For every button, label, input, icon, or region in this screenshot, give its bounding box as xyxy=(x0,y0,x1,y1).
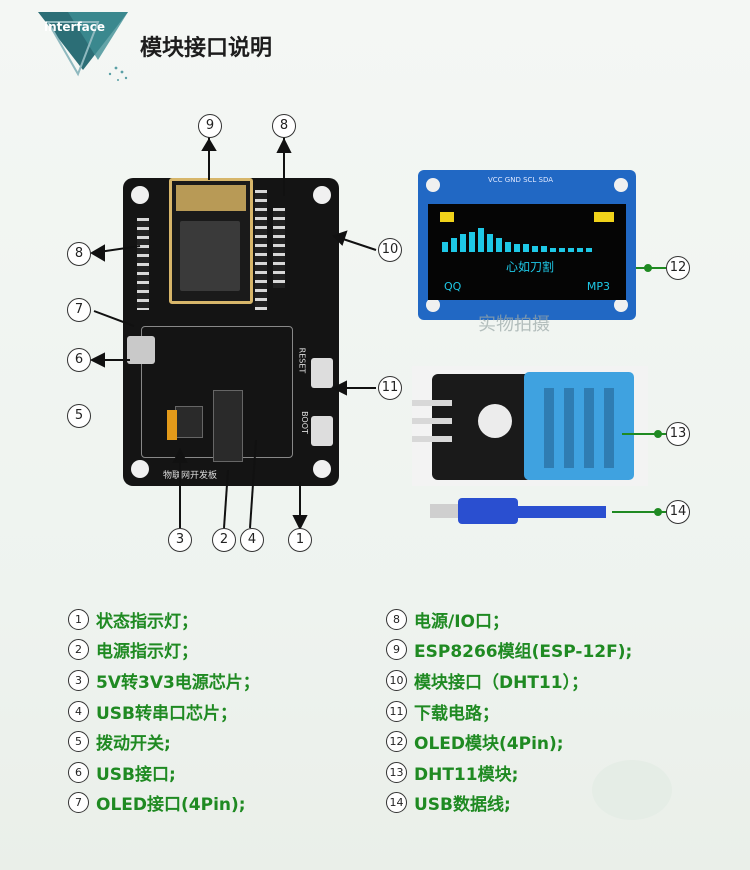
legend-num: 3 xyxy=(68,670,89,691)
legend-num: 10 xyxy=(386,670,407,691)
decorative-tools-icon xyxy=(592,760,672,820)
callout-10: 10 xyxy=(378,238,402,262)
legend-item: 5 拨动开关; xyxy=(68,726,260,757)
legend-item: 9 ESP8266模组(ESP-12F); xyxy=(386,635,632,666)
legend-item: 4 USB转串口芯片； xyxy=(68,696,260,727)
callout-14: 14 xyxy=(666,500,690,524)
legend-text: 电源/IO口； xyxy=(414,607,509,632)
legend-item: 6 USB接口; xyxy=(68,757,260,788)
callout-8-top: 8 xyxy=(272,114,296,138)
legend-num: 7 xyxy=(68,792,89,813)
legend-num: 14 xyxy=(386,792,407,813)
callout-13: 13 xyxy=(666,422,690,446)
callout-lines xyxy=(0,0,750,600)
legend-text: USB转串口芯片； xyxy=(96,699,237,724)
legend-text: 状态指示灯； xyxy=(96,607,198,632)
callout-11: 11 xyxy=(378,376,402,400)
legend-item: 8 电源/IO口； xyxy=(386,604,632,635)
legend-text: ESP8266模组(ESP-12F); xyxy=(414,637,632,662)
callout-12: 12 xyxy=(666,256,690,280)
legend-num: 6 xyxy=(68,762,89,783)
legend-text: 下载电路； xyxy=(414,699,499,724)
legend-item: 12 OLED模块(4Pin); xyxy=(386,726,632,757)
legend-text: DHT11模块; xyxy=(414,760,518,785)
legend-item: 7 OLED接口(4Pin); xyxy=(68,788,260,819)
callout-2: 2 xyxy=(212,528,236,552)
legend-text: 5V转3V3电源芯片； xyxy=(96,668,260,693)
legend-num: 12 xyxy=(386,731,407,752)
callout-6: 6 xyxy=(67,348,91,372)
callout-5: 5 xyxy=(67,404,91,428)
legend-num: 4 xyxy=(68,701,89,722)
legend-text: USB数据线; xyxy=(414,790,511,815)
callout-1: 1 xyxy=(288,528,312,552)
legend-text: 模块接口（DHT11）； xyxy=(414,668,588,693)
callout-3: 3 xyxy=(168,528,192,552)
legend-item: 2 电源指示灯； xyxy=(68,635,260,666)
legend-text: 拨动开关; xyxy=(96,729,171,754)
legend-item: 1 状态指示灯； xyxy=(68,604,260,635)
legend-num: 8 xyxy=(386,609,407,630)
callout-8-left: 8 xyxy=(67,242,91,266)
legend-num: 11 xyxy=(386,701,407,722)
legend-text: USB接口; xyxy=(96,760,176,785)
legend-item: 11 下载电路； xyxy=(386,696,632,727)
legend-text: OLED接口(4Pin); xyxy=(96,790,246,815)
legend-num: 2 xyxy=(68,639,89,660)
callout-4: 4 xyxy=(240,528,264,552)
legend-num: 1 xyxy=(68,609,89,630)
callout-9: 9 xyxy=(198,114,222,138)
legend-text: 电源指示灯； xyxy=(96,637,198,662)
legend-item: 10 模块接口（DHT11）； xyxy=(386,665,632,696)
legend-num: 5 xyxy=(68,731,89,752)
legend-num: 13 xyxy=(386,762,407,783)
legend-num: 9 xyxy=(386,639,407,660)
legend-item: 3 5V转3V3电源芯片； xyxy=(68,665,260,696)
legend-text: OLED模块(4Pin); xyxy=(414,729,564,754)
callout-7: 7 xyxy=(67,298,91,322)
